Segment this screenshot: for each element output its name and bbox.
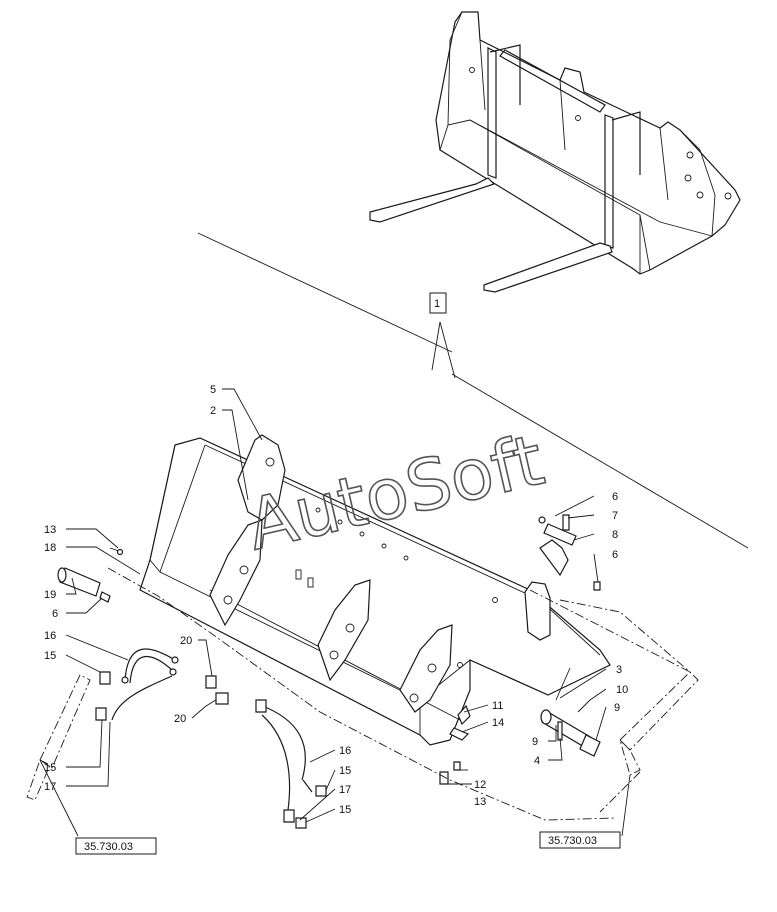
callout-6: 6 <box>612 491 618 503</box>
callout-17: 17 <box>44 781 56 793</box>
callout-labels: 5 2 13 18 19 6 16 15 20 20 15 17 6 7 8 6… <box>44 384 628 816</box>
callout-6: 6 <box>52 608 58 620</box>
callout-12: 12 <box>474 779 486 791</box>
callout-11: 11 <box>492 700 503 712</box>
separator-line <box>197 232 453 353</box>
callout-10: 10 <box>616 684 628 696</box>
pin-7 <box>562 514 570 531</box>
callout-2: 2 <box>210 405 216 417</box>
hydraulic-cylinders <box>26 567 699 821</box>
reference-box-right <box>539 831 621 849</box>
callout-9: 9 <box>614 702 620 714</box>
callout-9: 9 <box>532 736 538 748</box>
callout-14: 14 <box>492 717 504 729</box>
callout-6: 6 <box>612 549 618 561</box>
callout-8: 8 <box>612 529 618 541</box>
leader-lines <box>39 388 631 837</box>
callout-15: 15 <box>339 804 351 816</box>
assembly-ref-box <box>429 292 447 314</box>
bucket <box>139 434 611 746</box>
hydraulic-hoses <box>95 648 327 829</box>
callout-15: 15 <box>44 762 56 774</box>
assembly-ref-label: 1 <box>434 298 440 310</box>
reference-box-left-label: 35.730.03 <box>84 841 133 853</box>
callout-20: 20 <box>180 635 192 647</box>
callout-15: 15 <box>339 765 351 777</box>
callout-20: 20 <box>174 713 186 725</box>
callout-13: 13 <box>44 524 56 536</box>
reference-box-left <box>75 837 157 855</box>
callout-3: 3 <box>616 664 622 676</box>
callout-16: 16 <box>44 630 56 642</box>
callout-4: 4 <box>534 755 540 767</box>
callout-13: 13 <box>474 796 486 808</box>
callout-7: 7 <box>612 510 618 522</box>
pin-8 <box>543 523 577 546</box>
fork-bucket-assembly <box>369 11 741 293</box>
callout-19: 19 <box>44 589 56 601</box>
reference-box-right-label: 35.730.03 <box>548 835 597 847</box>
callout-15: 15 <box>44 650 56 662</box>
callout-16: 16 <box>339 745 351 757</box>
callout-5: 5 <box>210 384 216 396</box>
callout-18: 18 <box>44 542 56 554</box>
callout-17: 17 <box>339 784 351 796</box>
